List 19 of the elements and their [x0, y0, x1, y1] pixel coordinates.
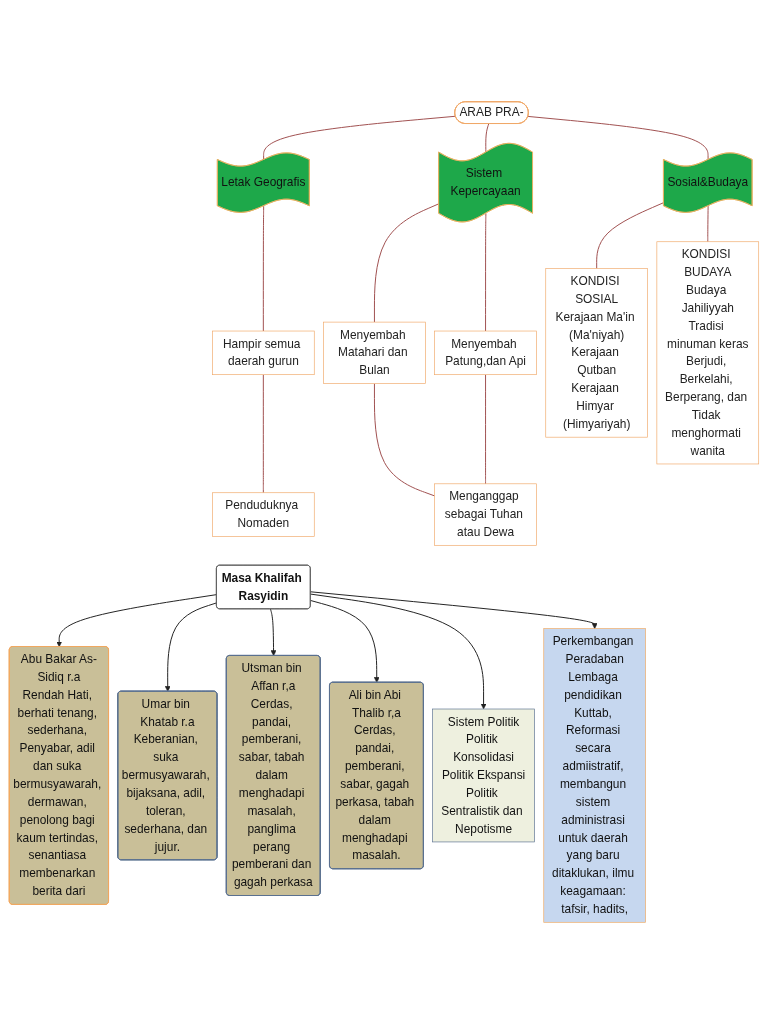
node-box: KONDISI BUDAYA Budaya Jahiliyyah Tradisi minuman keras Berjudi, Berkelahi, Berperang, dan Tidak menghormati wanita	[656, 241, 760, 465]
connector	[485, 123, 490, 153]
node-box: Menganggap sebagai Tuhan atau Dewa	[434, 483, 537, 546]
connector	[262, 374, 264, 494]
node-box: KONDISI SOSIAL Kerajaan Ma'in (Ma'niyah) Kerajaan Qutban Kerajaan Himyar (Himyariyah)	[545, 268, 648, 438]
connector	[707, 205, 709, 243]
connector	[373, 203, 440, 323]
node-box: Hampir semua daerah gurun	[212, 330, 315, 375]
node-box: Menyembah Patung,dan Api	[434, 330, 537, 375]
connector	[373, 383, 436, 497]
node-box: Penduduknya Nomaden	[212, 492, 315, 537]
node-box: Menyembah Matahari dan Bulan	[323, 321, 426, 384]
connector	[596, 202, 665, 270]
connector	[485, 374, 487, 485]
node-box: Perkembangan Peradaban Lembaga pendidikan Kuttab, Reformasi secara admiistratif, membangun sistem administrasi untuk daerah yang baru ditaklukan, ilmu keagamaan: tafsir, hadits,	[543, 628, 646, 923]
connector	[485, 213, 487, 332]
connector	[262, 205, 265, 332]
connector	[527, 115, 709, 161]
node-box: Sistem Politik Politik Konsolidasi Politik Ekspansi Politik Sentralistik dan Nepotisme	[432, 708, 535, 843]
